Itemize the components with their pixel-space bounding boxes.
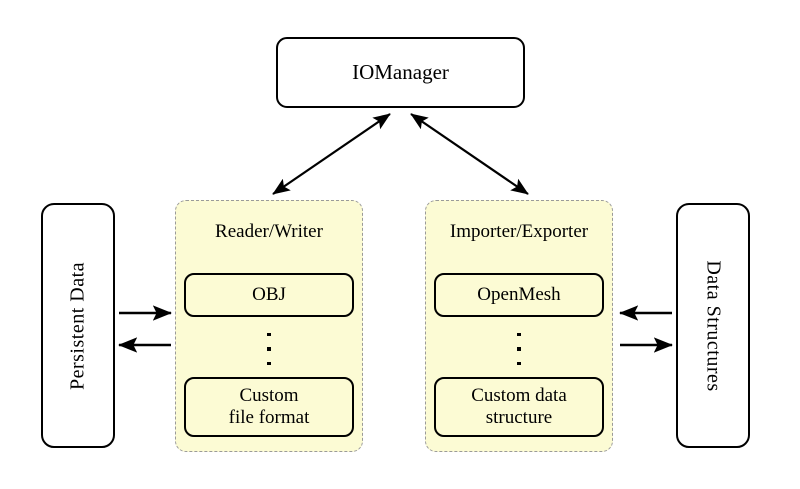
label-line-2: file format — [228, 407, 310, 428]
persistent-data-label: Persistent Data — [66, 261, 89, 390]
ellipsis-dot — [517, 361, 521, 365]
node-io-manager[interactable]: IOManager — [276, 37, 525, 108]
node-data-structures[interactable]: Data Structures — [676, 203, 750, 448]
panel-importer-exporter-title: Importer/Exporter — [449, 221, 589, 242]
item-obj-label: OBJ — [252, 283, 286, 305]
label-line-1: Custom data — [471, 384, 567, 406]
item-openmesh-label: OpenMesh — [477, 283, 561, 305]
ellipsis-dot — [517, 347, 521, 351]
importer-exporter-ellipsis — [426, 329, 612, 369]
label-line-1: Custom — [239, 384, 299, 406]
arrow-manager-to-importer-exporter — [410, 113, 529, 195]
item-custom-file-format[interactable]: Custom file format — [184, 377, 354, 437]
node-persistent-data[interactable]: Persistent Data — [41, 203, 115, 448]
data-structures-label: Data Structures — [702, 259, 725, 392]
item-custom-data-structure-label: Custom data structure — [471, 385, 567, 429]
reader-writer-ellipsis — [176, 329, 362, 369]
ellipsis-dot — [517, 333, 521, 337]
ellipsis-dot — [267, 347, 271, 351]
item-openmesh[interactable]: OpenMesh — [434, 273, 604, 317]
arrow-manager-to-reader-writer — [272, 113, 391, 195]
panel-reader-writer-title: Reader/Writer — [215, 221, 323, 242]
panel-reader-writer[interactable]: Reader/Writer OBJ Custom file format — [175, 200, 363, 452]
ellipsis-dot — [267, 361, 271, 365]
item-custom-file-format-label: Custom file format — [229, 385, 310, 429]
item-obj[interactable]: OBJ — [184, 273, 354, 317]
ellipsis-dot — [267, 333, 271, 337]
item-custom-data-structure[interactable]: Custom data structure — [434, 377, 604, 437]
io-manager-label: IOManager — [352, 59, 449, 84]
label-line-2: structure — [485, 407, 553, 428]
panel-importer-exporter[interactable]: Importer/Exporter OpenMesh Custom data s… — [425, 200, 613, 452]
